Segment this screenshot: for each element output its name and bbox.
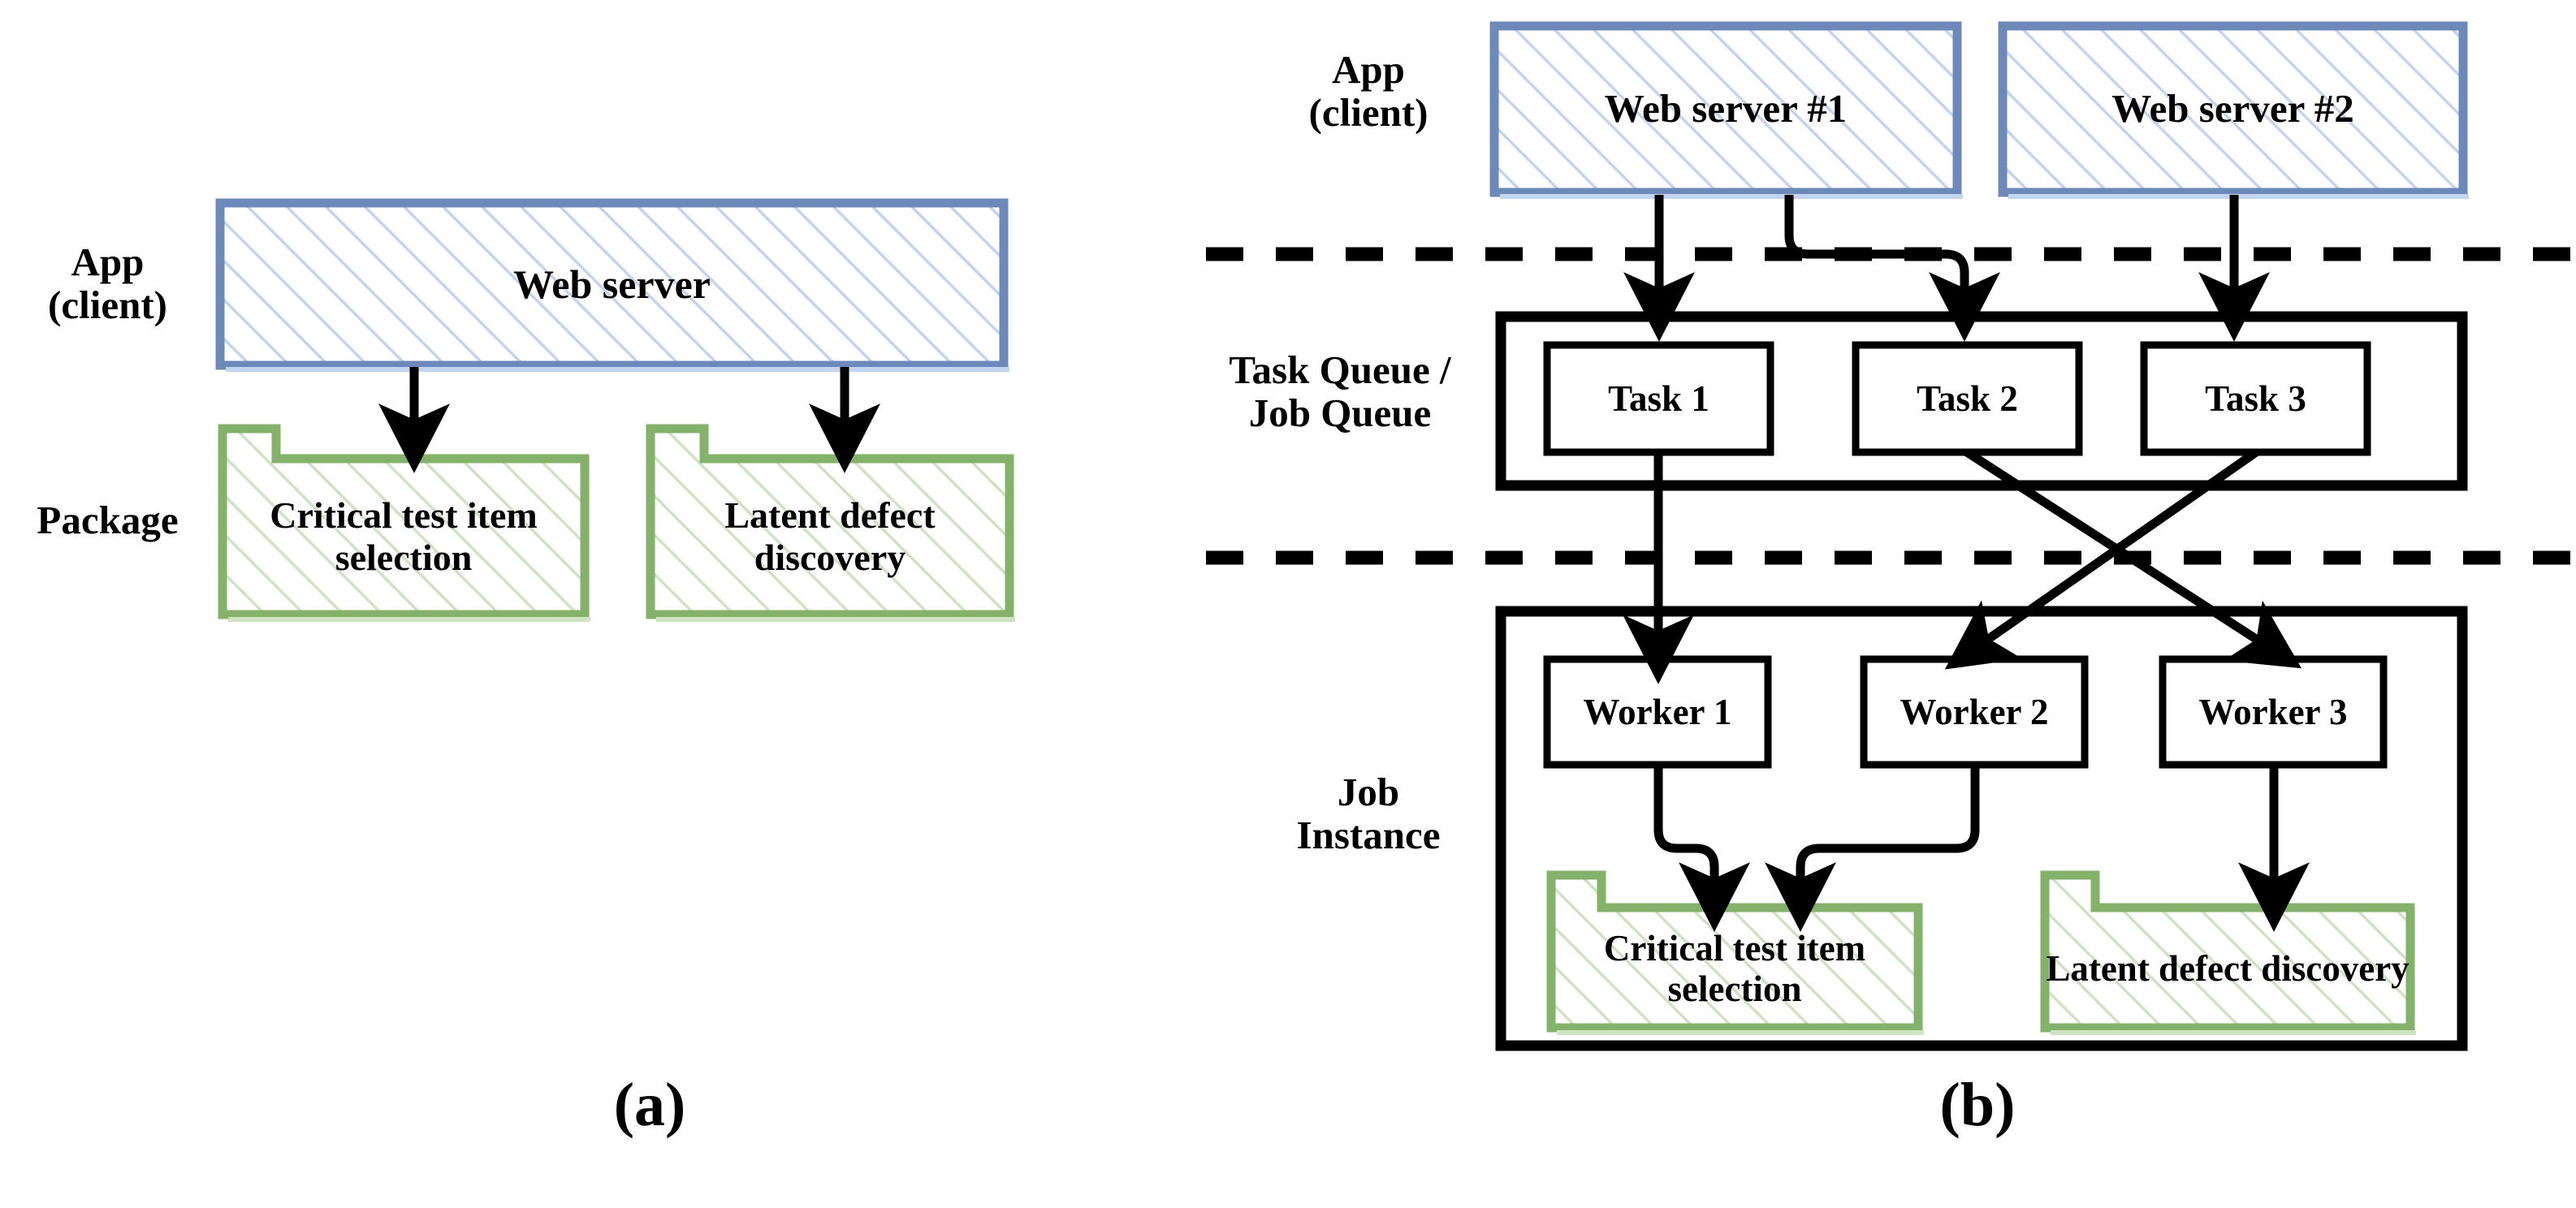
node-worker-3 xyxy=(2159,655,2388,769)
node-label-worker-3: Worker 3 xyxy=(2198,691,2348,732)
node-pkg-latent-b xyxy=(2040,870,2416,1035)
node-task-3 xyxy=(2140,341,2371,456)
edge-worker2-to-critical xyxy=(1765,765,1980,932)
node-label-web-server-2: Web server #2 xyxy=(2111,86,2354,132)
edge-ws1-to-task2 xyxy=(1784,195,2001,342)
node-label-worker-2: Worker 2 xyxy=(1900,691,2049,732)
swimlane-label-app-client-a: App (client) xyxy=(48,239,167,327)
node-pkg-critical xyxy=(218,424,590,622)
node-label-worker-1: Worker 1 xyxy=(1583,691,1732,732)
swimlane-label-app-client-b: App (client) xyxy=(1308,47,1428,135)
node-pkg-critical-b xyxy=(1546,870,1924,1035)
node-web-server-1 xyxy=(1489,21,1963,199)
edge-task2-to-worker3 xyxy=(1964,448,2302,669)
node-task-2 xyxy=(1852,341,2083,456)
panel-caption-a: (a) xyxy=(613,1071,686,1139)
container-job-instance xyxy=(1495,606,2468,1051)
node-label-pkg-critical: Critical test item selection xyxy=(270,494,538,578)
node-pkg-latent xyxy=(646,424,1015,622)
node-worker-2 xyxy=(1860,655,2089,769)
node-task-1 xyxy=(1543,341,1774,456)
node-web-server-2 xyxy=(1998,21,2469,199)
node-label-task-1: Task 1 xyxy=(1608,378,1709,419)
node-label-web-server: Web server xyxy=(513,261,711,307)
node-label-pkg-critical-b: Critical test item selection xyxy=(1603,927,1866,1009)
swimlane-label-package: Package xyxy=(37,498,179,542)
node-label-pkg-latent-b: Latent defect discovery xyxy=(2046,947,2410,989)
panel-caption-b: (b) xyxy=(1939,1071,2016,1139)
container-task-queue xyxy=(1495,311,2468,491)
node-label-task-2: Task 2 xyxy=(1917,378,2018,419)
node-label-pkg-latent: Latent defect discovery xyxy=(724,494,936,578)
edge-task3-to-worker2 xyxy=(1944,448,2259,670)
swimlane-label-job-instance: Job Instance xyxy=(1296,770,1441,857)
edge-worker1-to-critical xyxy=(1653,765,1751,932)
swimlane-label-task-queue: Task Queue / Job Queue xyxy=(1229,347,1451,435)
node-web-server xyxy=(215,198,1009,372)
node-worker-1 xyxy=(1543,655,1772,769)
node-label-web-server-1: Web server #1 xyxy=(1604,86,1848,132)
node-label-task-3: Task 3 xyxy=(2205,378,2306,419)
